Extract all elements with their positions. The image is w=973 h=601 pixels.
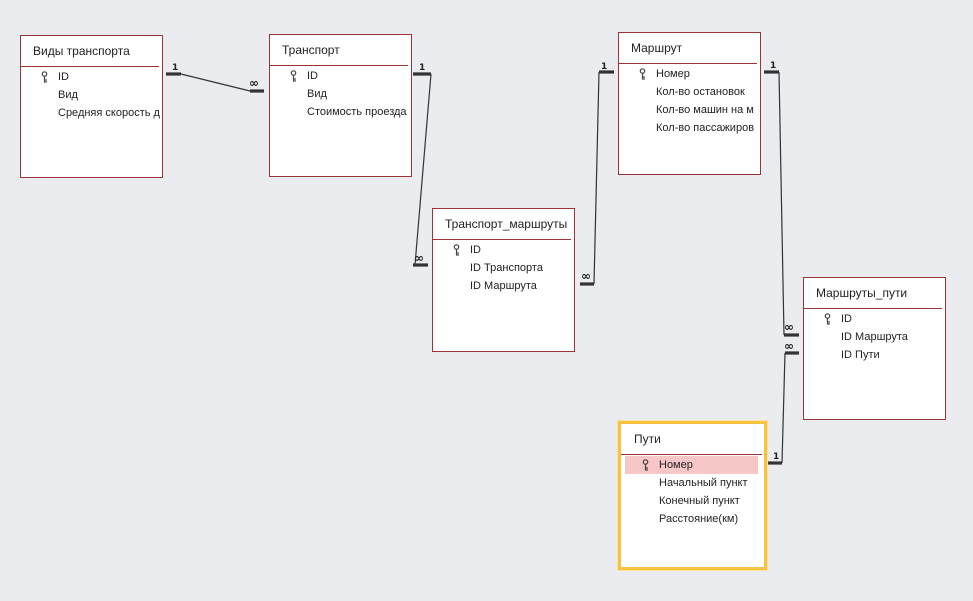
key-icon xyxy=(639,68,646,80)
field-name: ID xyxy=(307,70,318,82)
relation-one-label: 1 xyxy=(773,452,780,462)
field-row[interactable]: Средняя скорость д xyxy=(24,104,161,122)
field-name: ID Транспорта xyxy=(470,262,543,274)
field-name: Кол-во пассажиров xyxy=(656,122,755,134)
relation-one-label: 1 xyxy=(770,61,777,71)
field-row[interactable]: ID Маршрута xyxy=(807,328,944,346)
table-title[interactable]: Виды транспорта xyxy=(21,36,159,67)
key-icon xyxy=(453,244,460,256)
field-row[interactable]: Расстояние(км) xyxy=(625,510,758,528)
relation-one-label: 1 xyxy=(172,63,179,73)
field-name: Начальный пункт xyxy=(659,477,748,489)
key-icon xyxy=(642,459,649,471)
field-name: Кол-во остановок xyxy=(656,86,745,98)
field-list: ID Вид Средняя скорость д xyxy=(21,67,162,122)
field-list: Номер Начальный пункт Конечный пункт Рас… xyxy=(621,455,764,528)
field-row[interactable]: Кол-во машин на м xyxy=(622,101,759,119)
field-row-selected[interactable]: Номер xyxy=(625,456,758,474)
field-name: Вид xyxy=(58,89,78,101)
relation-many-label: ∞ xyxy=(414,251,424,265)
table-marshrut[interactable]: Маршрут Номер Кол-во остановок Кол-во ма… xyxy=(618,32,761,175)
table-transport-marshruty[interactable]: Транспорт_маршруты ID ID Транспорта ID М… xyxy=(432,208,575,352)
field-row[interactable]: Стоимость проезда xyxy=(273,103,410,121)
field-name: Кол-во машин на м xyxy=(656,104,754,116)
field-row[interactable]: ID xyxy=(436,241,573,259)
relation-many-label: ∞ xyxy=(784,339,794,353)
field-name: ID xyxy=(58,71,69,83)
key-icon xyxy=(290,70,297,82)
field-list: ID Вид Стоимость проезда xyxy=(270,66,411,121)
field-row[interactable]: ID xyxy=(807,310,944,328)
table-title[interactable]: Маршрут xyxy=(619,33,757,64)
field-name: ID Маршрута xyxy=(470,280,537,292)
field-list: ID ID Транспорта ID Маршрута xyxy=(433,240,574,295)
field-name: Средняя скорость д xyxy=(58,107,160,119)
table-transport[interactable]: Транспорт ID Вид Стоимость проезда xyxy=(269,34,412,177)
field-row[interactable]: Кол-во остановок xyxy=(622,83,759,101)
key-icon xyxy=(824,313,831,325)
field-name: Номер xyxy=(656,68,690,80)
relation-many-label: ∞ xyxy=(581,269,591,283)
relation-line-marshrut-mp[interactable] xyxy=(778,71,785,336)
table-title[interactable]: Транспорт_маршруты xyxy=(433,209,571,240)
field-row[interactable]: Конечный пункт xyxy=(625,492,758,510)
relation-many-label: ∞ xyxy=(784,320,794,334)
table-puti[interactable]: Пути Номер Начальный пункт Конечный пунк… xyxy=(618,421,767,570)
field-name: Номер xyxy=(659,459,693,471)
field-name: Стоимость проезда xyxy=(307,106,407,118)
field-name: Расстояние(км) xyxy=(659,513,739,525)
field-row[interactable]: Кол-во пассажиров xyxy=(622,119,759,137)
table-title[interactable]: Маршруты_пути xyxy=(804,278,942,309)
relation-line-puti-mp[interactable] xyxy=(781,352,786,464)
relation-one-label: 1 xyxy=(419,63,426,73)
table-marshruty-puti[interactable]: Маршруты_пути ID ID Маршрута ID Пути xyxy=(803,277,946,420)
relation-many-label: ∞ xyxy=(249,76,259,90)
field-name: ID xyxy=(841,313,852,325)
field-name: ID xyxy=(470,244,481,256)
relation-line-transport-tm[interactable] xyxy=(414,73,432,266)
field-row[interactable]: ID Маршрута xyxy=(436,277,573,295)
field-list: Номер Кол-во остановок Кол-во машин на м… xyxy=(619,64,760,137)
key-icon xyxy=(41,71,48,83)
relation-line-marshrut-tm[interactable] xyxy=(593,71,600,285)
field-name: Вид xyxy=(307,88,327,100)
relation-line-vidy-transport[interactable] xyxy=(180,73,251,92)
field-row[interactable]: ID Пути xyxy=(807,346,944,364)
field-row[interactable]: ID xyxy=(273,67,410,85)
field-row[interactable]: Начальный пункт xyxy=(625,474,758,492)
field-name: ID Маршрута xyxy=(841,331,908,343)
field-row[interactable]: ID xyxy=(24,68,161,86)
field-row[interactable]: Вид xyxy=(273,85,410,103)
field-name: Конечный пункт xyxy=(659,495,740,507)
table-vidy-transporta[interactable]: Виды транспорта ID Вид Средняя скорость … xyxy=(20,35,163,178)
field-row[interactable]: Вид xyxy=(24,86,161,104)
field-list: ID ID Маршрута ID Пути xyxy=(804,309,945,364)
field-row[interactable]: ID Транспорта xyxy=(436,259,573,277)
relation-one-label: 1 xyxy=(601,62,608,72)
field-row[interactable]: Номер xyxy=(622,65,759,83)
field-name: ID Пути xyxy=(841,349,880,361)
table-title[interactable]: Пути xyxy=(621,424,762,455)
table-title[interactable]: Транспорт xyxy=(270,35,408,66)
